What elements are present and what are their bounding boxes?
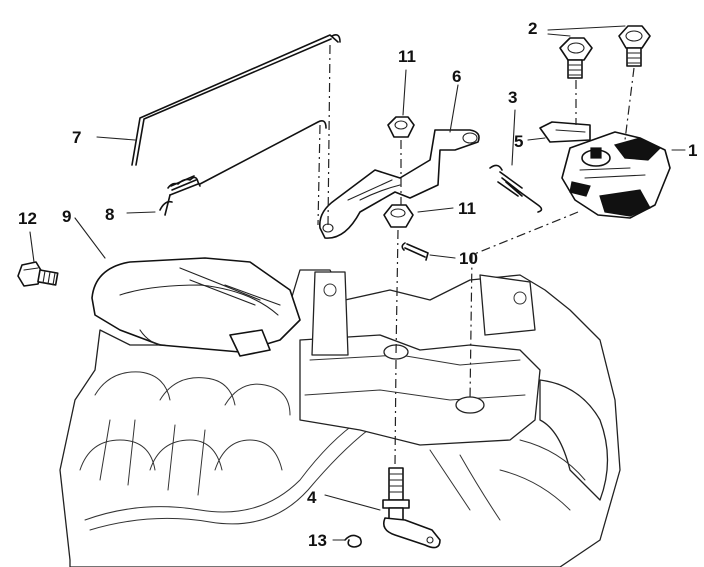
- callout-labels: 1 2 3 4 5 6 7 8 9 10 11 11 12 13: [18, 19, 697, 550]
- callout-3: 3: [508, 88, 517, 107]
- callout-1: 1: [688, 141, 697, 160]
- callout-4: 4: [307, 488, 317, 507]
- callout-2: 2: [528, 19, 537, 38]
- part-12-bolt: [17, 261, 59, 287]
- part-9-cover: [91, 257, 301, 357]
- part-13-clip: [344, 534, 362, 548]
- part-1-lever-assembly: [561, 131, 671, 219]
- part-11-nut-lower: [383, 204, 414, 228]
- callout-8: 8: [105, 205, 114, 224]
- part-8-spring-wire: [159, 120, 327, 216]
- callout-6: 6: [452, 67, 461, 86]
- callout-7: 7: [72, 128, 81, 147]
- callout-5: 5: [514, 132, 523, 151]
- callout-12: 12: [18, 209, 37, 228]
- part-11-nut-upper: [387, 116, 415, 138]
- callout-9: 9: [62, 207, 71, 226]
- leader-lines: [29, 25, 686, 541]
- callout-10: 10: [459, 249, 478, 268]
- engine-assembly: [59, 269, 621, 567]
- part-4-stud: [382, 467, 441, 549]
- callout-11-upper: 11: [398, 47, 416, 66]
- part-10-clip: [401, 242, 429, 261]
- callout-11-lower: 11: [458, 199, 476, 218]
- part-7-rod: [131, 34, 341, 166]
- part-2-bolt-right: [618, 25, 651, 67]
- part-5-plate: [539, 121, 591, 143]
- alignment-lines: [317, 44, 635, 466]
- callout-13: 13: [308, 531, 327, 550]
- part-2-bolt-left: [559, 37, 593, 79]
- part-3-spring: [489, 164, 543, 213]
